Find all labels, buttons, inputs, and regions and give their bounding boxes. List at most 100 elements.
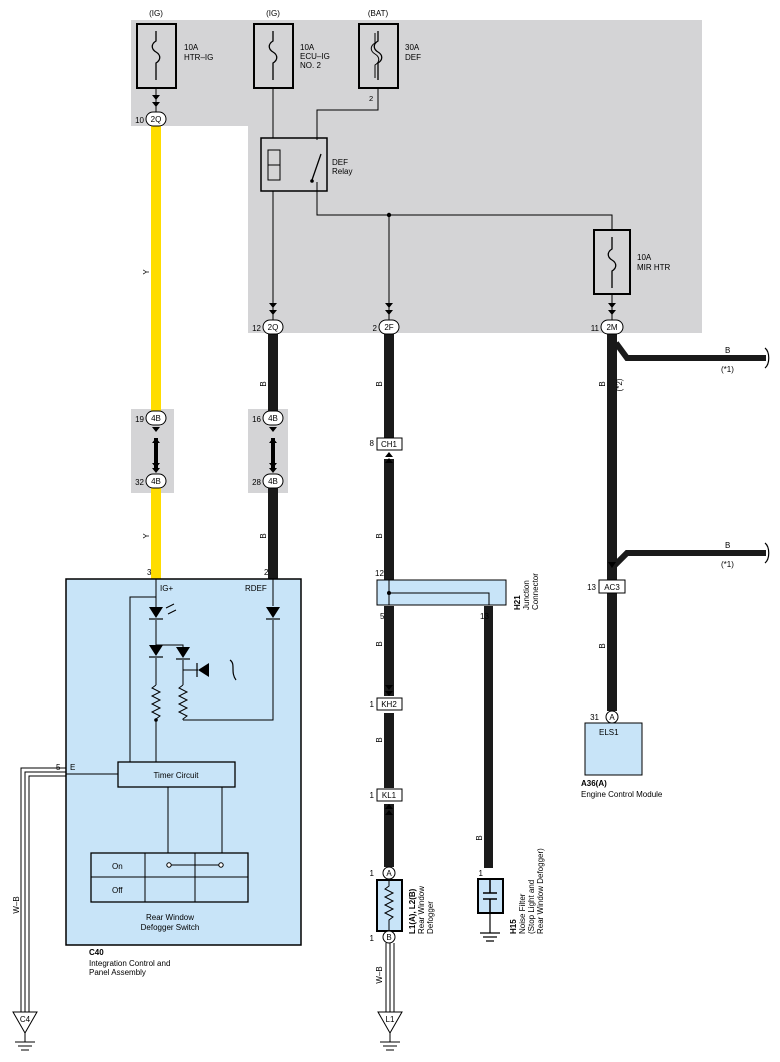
connector-code: 2Q xyxy=(151,115,162,124)
wire-color-label: B xyxy=(598,643,607,648)
fuse-source-label: (IG) xyxy=(149,9,163,18)
junction-connector-h21: 12 5 13 H21 Junction Connector xyxy=(375,569,540,621)
wire-yellow xyxy=(151,126,161,579)
arrow-icon xyxy=(269,303,277,315)
defogger-pin-letter: A xyxy=(386,869,392,878)
ground-l1: L1 xyxy=(377,1011,403,1051)
arrow-icon xyxy=(385,303,393,315)
wire-branch-lower xyxy=(609,550,766,571)
defogger-pin-letter: B xyxy=(386,933,391,942)
fuse-amp-label: 30A xyxy=(405,43,420,52)
connector-2q-b: 12 2Q xyxy=(252,319,284,335)
connector-pin: 1 xyxy=(370,791,375,800)
wire-color-label: B xyxy=(259,533,268,538)
module-name: Integration Control and xyxy=(89,959,170,968)
arrow-icon xyxy=(152,95,160,107)
connector-pin: 32 xyxy=(135,478,144,487)
fuse-source-label: (IG) xyxy=(266,9,280,18)
defogger-pin: 1 xyxy=(370,869,375,878)
engine-control-module: 31 A ELS1 A36(A) Engine Control Module xyxy=(581,710,663,799)
wire-color-label: B xyxy=(375,737,384,742)
connector-2f: 2 2F xyxy=(373,319,400,335)
wire-color-label: W–B xyxy=(375,966,384,983)
connector-ch1: 8 CH1 xyxy=(370,437,403,463)
connector-code: 4B xyxy=(151,414,161,423)
arrow-icon xyxy=(608,562,616,568)
wire-color-label: B xyxy=(475,835,484,840)
connector-code: AC3 xyxy=(604,583,620,592)
noise-filter-name-3: Rear Window Defogger) xyxy=(536,848,545,934)
fuse-source-label: (BAT) xyxy=(368,9,389,18)
splice-dot xyxy=(386,212,392,218)
connector-4b-32: 32 4B xyxy=(135,473,167,489)
noise-filter-pin: 1 xyxy=(479,869,484,878)
break-icon xyxy=(764,347,770,369)
defogger-code: L1(A), L2(B) xyxy=(408,888,417,934)
wire-color-label: B xyxy=(375,533,384,538)
junction-pin: 5 xyxy=(380,612,385,621)
connector-2q-a: 10 2Q xyxy=(135,111,167,127)
wire-color-label: B xyxy=(375,381,384,386)
fuse-name-label: HTR–IG xyxy=(184,53,213,62)
connector-pin: 19 xyxy=(135,415,144,424)
module-terminal-label: IG+ xyxy=(160,584,173,593)
fuse-amp-label: 10A xyxy=(637,253,652,262)
connector-ac3: 13 AC3 xyxy=(587,579,626,594)
noise-filter-code: H15 xyxy=(509,919,518,934)
junction-name: Junction xyxy=(522,580,531,610)
connector-pin: 13 xyxy=(587,583,596,592)
module-pin: 5 xyxy=(56,763,61,772)
note-label: (*1) xyxy=(721,365,734,374)
fuse-name-label-2: NO. 2 xyxy=(300,61,321,70)
connector-4b-16: 16 4B xyxy=(252,410,284,473)
junction-name-2: Connector xyxy=(531,573,540,610)
connector-kl1: 1 KL1 xyxy=(370,788,403,815)
noise-filter-name: Noise Filter xyxy=(518,893,527,934)
break-icon xyxy=(764,542,770,564)
fuse-amp-label: 10A xyxy=(184,43,199,52)
junction-pin: 12 xyxy=(375,569,384,578)
ground-label: L1 xyxy=(386,1015,395,1024)
ecm-code: A36(A) xyxy=(581,779,607,788)
switch-on-label: On xyxy=(112,862,123,871)
module-terminal-label: RDEF xyxy=(245,584,267,593)
wire-black-runs xyxy=(268,334,617,868)
wire-color-label: Y xyxy=(142,269,151,275)
fuse-name-label: DEF xyxy=(405,53,421,62)
junction-code: H21 xyxy=(513,595,522,610)
timer-circuit-label: Timer Circuit xyxy=(153,771,199,780)
fuse-name-label: ECU–IG xyxy=(300,52,330,61)
module-pin: 3 xyxy=(147,568,152,577)
relay-name-label-2: Relay xyxy=(332,167,352,176)
wire-color-label: B xyxy=(725,346,730,355)
connector-code: 4B xyxy=(268,477,278,486)
junction-internal-wiring xyxy=(155,88,613,320)
note-label: (*1) xyxy=(721,560,734,569)
fuse-name-label: MIR HTR xyxy=(637,263,671,272)
wire-color-label: B xyxy=(259,381,268,386)
ground-label: C4 xyxy=(20,1015,31,1024)
wire-color-label: B xyxy=(725,541,730,550)
defogger-name: Rear Window xyxy=(417,886,426,934)
junction-block-panel xyxy=(131,20,702,333)
ecm-pin: 31 xyxy=(590,713,599,722)
connector-code: 2M xyxy=(606,323,617,332)
connector-code: 2F xyxy=(384,323,393,332)
c40-module: 3 IG+ 2 RDEF 5 E xyxy=(56,568,302,977)
rear-window-defogger: 1 A 1 B L1(A), L2(B) Rear Window Defogge… xyxy=(370,866,435,944)
wire-color-label: B xyxy=(598,381,607,386)
defogger-pin: 1 xyxy=(370,934,375,943)
connector-pin: 1 xyxy=(370,700,375,709)
wire-labels: Y Y B B B B B B B B B (*2) B (*1) B (*1)… xyxy=(12,269,734,984)
connector-2m: 11 2M xyxy=(591,319,624,335)
note-label: (*2) xyxy=(615,378,624,391)
wire-color-label: Y xyxy=(142,533,151,539)
wire-branch-upper xyxy=(613,341,766,361)
connector-code: KH2 xyxy=(381,700,397,709)
ecm-pin-letter: A xyxy=(609,713,615,722)
connector-pin: 11 xyxy=(591,324,600,333)
rear-window-defogger-switch: On Off Rear Window Defogger Switch xyxy=(90,852,249,932)
connector-code: CH1 xyxy=(381,440,398,449)
ecm-name: Engine Control Module xyxy=(581,790,663,799)
wire-wb-l1 xyxy=(385,943,395,1012)
